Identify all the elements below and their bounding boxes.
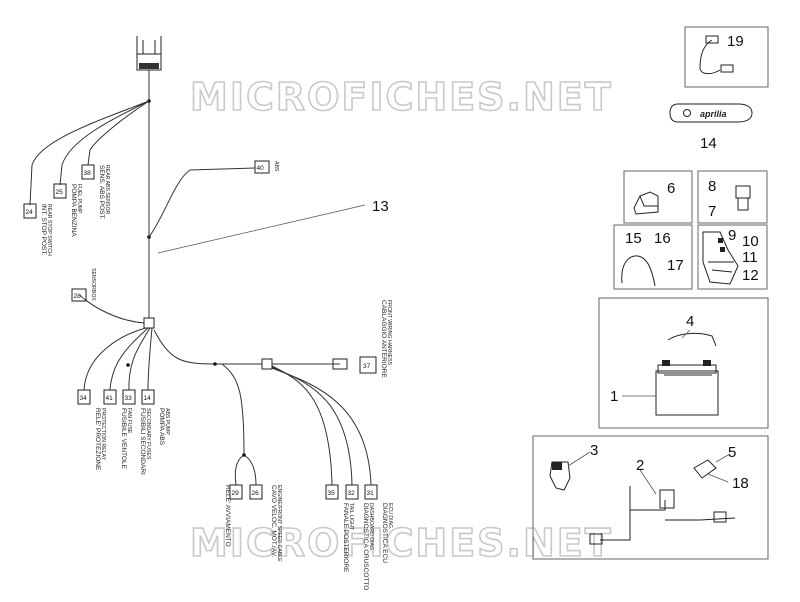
- callout-16: 16: [654, 230, 671, 247]
- svg-text:38: 38: [84, 170, 92, 177]
- callout-14: 14: [700, 135, 717, 152]
- svg-text:POMPA BENZINA: POMPA BENZINA: [70, 184, 77, 237]
- watermark-top: MICROFICHES.NET: [190, 75, 613, 119]
- svg-text:28: 28: [74, 293, 82, 300]
- callout-9: 9: [728, 227, 736, 244]
- part-1-4-box[interactable]: 1 4: [598, 297, 769, 429]
- callout-12: 12: [742, 267, 759, 284]
- svg-text:35: 35: [328, 490, 336, 497]
- svg-text:INT. STOP POST.: INT. STOP POST.: [40, 204, 47, 256]
- aprilia-logo: aprilia: [700, 109, 727, 119]
- connector-14: 14 POMPA ABS ABS PUMP: [141, 389, 170, 446]
- svg-text:FUEL PUMP: FUEL PUMP: [76, 184, 82, 214]
- svg-text:ENGINE/FRONT SPEED CABLE: ENGINE/FRONT SPEED CABLE: [276, 485, 282, 562]
- callout-3: 3: [590, 442, 598, 459]
- callout-11: 11: [742, 249, 758, 266]
- part-6-box[interactable]: 6: [623, 170, 693, 224]
- connector-38: 38 SENS. ABS POST. REAR ABS SENSOR: [81, 164, 110, 220]
- callout-8: 8: [708, 178, 716, 195]
- part-2-3-5-18-box[interactable]: 3 2 5 18: [532, 435, 769, 560]
- svg-text:ABS PUMP: ABS PUMP: [164, 408, 170, 435]
- svg-text:DIAGNOSTICA ECU: DIAGNOSTICA ECU: [381, 503, 388, 563]
- callout-13[interactable]: 13: [372, 198, 389, 215]
- part-9-12-box[interactable]: 9 10 11 12: [697, 224, 768, 290]
- part-19-box[interactable]: 19: [684, 26, 769, 88]
- wiring-harness[interactable]: [29, 36, 372, 486]
- svg-text:40: 40: [257, 165, 265, 172]
- svg-text:FUSIBILE VENTOLE: FUSIBILE VENTOLE: [120, 408, 127, 470]
- svg-text:RELE' PROTEZIONE: RELE' PROTEZIONE: [94, 408, 101, 471]
- svg-text:POMPA ABS: POMPA ABS: [158, 408, 165, 446]
- svg-text:FANALE POSTERIORE: FANALE POSTERIORE: [342, 503, 349, 573]
- svg-text:ABS: ABS: [273, 161, 279, 172]
- svg-text:SENSORBOX: SENSORBOX: [90, 268, 96, 301]
- svg-text:DASHBOARD DIAG.: DASHBOARD DIAG.: [368, 503, 374, 551]
- connector-24: 24 INT. STOP POST. REAR STOP SWITCH: [23, 203, 52, 256]
- svg-text:41: 41: [106, 395, 114, 402]
- connector-37: 37 CABLAGGIO ANTERIORE FRONT WIRING HARN…: [332, 300, 392, 378]
- callout-17: 17: [667, 257, 684, 274]
- connector-28: 28 SENSORBOX: [71, 268, 96, 302]
- callout-6: 6: [667, 180, 675, 197]
- svg-text:SECONDARY FUSES: SECONDARY FUSES: [145, 408, 151, 460]
- svg-text:RELE' AVVIAMENTO: RELE' AVVIAMENTO: [224, 485, 231, 547]
- connector-33: 33 FUSIBILI SECONDARI SECONDARY FUSES: [122, 389, 151, 475]
- callout-19: 19: [727, 33, 744, 50]
- svg-text:37: 37: [363, 363, 371, 370]
- svg-text:DIAGNOSTICA CRUSCOTTO: DIAGNOSTICA CRUSCOTTO: [362, 503, 369, 590]
- callout-2: 2: [636, 457, 644, 474]
- connector-25: 25 POMPA BENZINA FUEL PUMP: [53, 183, 82, 237]
- svg-text:33: 33: [125, 395, 133, 402]
- svg-text:CABLAGGIO ANTERIORE: CABLAGGIO ANTERIORE: [380, 300, 387, 378]
- connector-26: 26: [249, 484, 263, 500]
- svg-text:FRONT WIRING HARNESS: FRONT WIRING HARNESS: [386, 300, 392, 366]
- callout-1: 1: [610, 388, 618, 405]
- callout-18: 18: [732, 475, 749, 492]
- connector-29: 29 RELE' AVVIAMENTO: [224, 484, 243, 547]
- svg-text:REAR ABS SENSOR: REAR ABS SENSOR: [104, 165, 110, 215]
- callout-15: 15: [625, 230, 642, 247]
- connector-41: 41 FUSIBILE VENTOLE FAN FUSE: [103, 389, 132, 470]
- svg-text:34: 34: [80, 395, 88, 402]
- callout-7: 7: [708, 203, 716, 220]
- svg-text:31: 31: [367, 490, 375, 497]
- connector-40: 40 ABS: [254, 160, 279, 174]
- harness-top-plug: [136, 36, 162, 71]
- callout-4: 4: [686, 313, 694, 330]
- svg-text:FAN FUSE: FAN FUSE: [126, 408, 132, 434]
- svg-text:26: 26: [252, 490, 260, 497]
- callout-5: 5: [728, 444, 736, 461]
- part-7-8-box[interactable]: 8 7: [697, 170, 768, 224]
- svg-text:24: 24: [26, 209, 34, 216]
- svg-text:29: 29: [232, 490, 240, 497]
- svg-text:PROTECTION RELAY: PROTECTION RELAY: [100, 408, 106, 461]
- watermark-bottom: MICROFICHES.NET: [190, 521, 613, 565]
- svg-text:25: 25: [56, 189, 64, 196]
- svg-text:14: 14: [144, 395, 152, 402]
- svg-text:FUSIBILI SECONDARI: FUSIBILI SECONDARI: [139, 408, 146, 475]
- callout-10: 10: [742, 233, 759, 250]
- svg-text:CAVO VELOC. MOT./AV.: CAVO VELOC. MOT./AV.: [270, 485, 277, 557]
- connector-35: 35 CAVO VELOC. MOT./AV. ENGINE/FRONT SPE…: [270, 484, 354, 573]
- svg-text:ECU DIAG.: ECU DIAG.: [387, 503, 393, 530]
- connector-34: 34 RELE' PROTEZIONE PROTECTION RELAY: [77, 389, 106, 471]
- connector-31: 31 DIAGNOSTICA ECU ECU DIAG.: [364, 484, 393, 563]
- svg-text:TAIL LIGHT: TAIL LIGHT: [348, 503, 354, 531]
- part-14-keyring[interactable]: aprilia 14: [669, 103, 753, 152]
- svg-text:32: 32: [348, 490, 356, 497]
- part-15-16-17-box[interactable]: 15 16 17: [613, 224, 693, 290]
- connector-32: 32 DIAGNOSTICA CRUSCOTTO DASHBOARD DIAG.: [345, 484, 374, 590]
- svg-text:SENS. ABS POST.: SENS. ABS POST.: [98, 165, 105, 220]
- svg-text:REAR STOP SWITCH: REAR STOP SWITCH: [46, 204, 52, 256]
